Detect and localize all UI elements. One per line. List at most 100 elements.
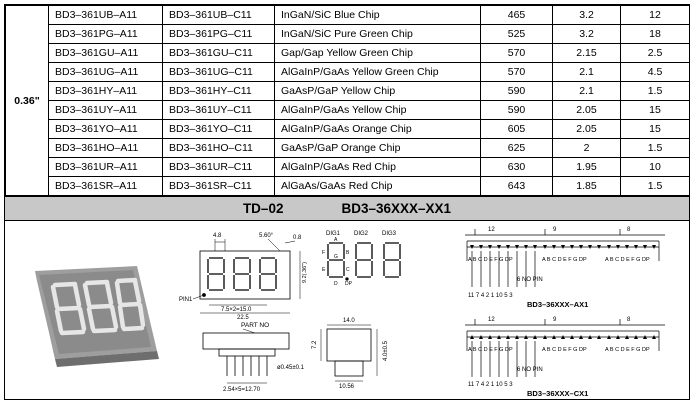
part-no-anode-cell: BD3–361UG–A11 [48, 62, 163, 82]
forward-voltage-cell: 1.95 [552, 157, 621, 177]
dim-72: 7.2 [312, 340, 318, 349]
seg-d: D [334, 281, 338, 287]
seg-c: C [346, 267, 350, 273]
wavelength-cell: 570 [480, 62, 553, 82]
drawing-svg: 4.8 5.60° 0.8 9.2(.36") PIN1 7.5×2=15.0 … [35, 227, 665, 398]
forward-voltage-cell: 3.2 [552, 5, 621, 25]
seg-g: G [334, 254, 338, 260]
chip-material-cell: AlGaAs/GaAs Red Chip [274, 176, 481, 196]
dim-angle: 5.60° [259, 233, 274, 239]
part-no-cathode-cell: BD3–361PG–C11 [162, 24, 275, 44]
cx1-pin9: 9 [553, 317, 557, 323]
chip-material-cell: AlGaInP/GaAs Orange Chip [274, 119, 481, 139]
intensity-cell: 1.5 [620, 138, 690, 158]
dig3-label: DIG3 [382, 231, 397, 237]
circuit-ax1-diagram [465, 229, 665, 287]
dim-depth: 14.0 [343, 318, 355, 324]
dim-width: 22.5 [237, 315, 249, 321]
dim-pin-dia: ø0.45±0.1 [277, 365, 305, 371]
dim-1056: 10.56 [339, 384, 355, 390]
seg-a: A [334, 237, 338, 243]
chip-material-cell: InGaN/SiC Pure Green Chip [274, 24, 481, 44]
forward-voltage-cell: 2.1 [552, 81, 621, 101]
series-banner: TD–02 BD3–36XXX–XX1 [5, 196, 689, 221]
dig1-label: DIG1 [326, 231, 341, 237]
ax1-seg-letters-3: A B C D E F G DP [605, 257, 650, 263]
forward-voltage-cell: 3.2 [552, 24, 621, 44]
forward-voltage-cell: 2 [552, 138, 621, 158]
display-photo [35, 266, 159, 367]
part-no-cathode-cell: BD3–361GU–C11 [162, 43, 275, 63]
wavelength-cell: 630 [480, 157, 553, 177]
part-no-cathode-cell: BD3–361SR–C11 [162, 176, 275, 196]
part-no-anode-cell: BD3–361UY–A11 [48, 100, 163, 120]
part-no-anode-cell: BD3–361YO–A11 [48, 119, 163, 139]
part-no-label: PART NO [241, 322, 269, 329]
forward-voltage-cell: 1.85 [552, 176, 621, 196]
dim-40: 4.0±0.5 [383, 340, 389, 361]
chip-material-cell: InGaN/SiC Blue Chip [274, 5, 481, 25]
cx1-bottom-pins: 11 7 4 2 1 10 5 3 [468, 382, 513, 388]
intensity-cell: 10 [620, 157, 690, 177]
intensity-cell: 2.5 [620, 43, 690, 63]
ax1-pin9: 9 [553, 227, 557, 233]
part-no-anode-cell: BD3–361UR–A11 [48, 157, 163, 177]
part-no-anode-cell: BD3–361UB–A11 [48, 5, 163, 25]
part-no-cathode-cell: BD3–361UG–C11 [162, 62, 275, 82]
seg-dp: DP [345, 281, 353, 287]
banner-series: BD3–36XXX–XX1 [341, 201, 452, 216]
segment-diagram [327, 242, 401, 281]
seg-b: B [346, 250, 350, 256]
chip-material-cell: GaAsP/GaP Orange Chip [274, 138, 481, 158]
chip-material-cell: GaAsP/GaP Yellow Chip [274, 81, 481, 101]
side-profile [320, 324, 378, 382]
forward-voltage-cell: 2.1 [552, 62, 621, 82]
chip-material-cell: AlGaInP/GaAs Yellow Green Chip [274, 62, 481, 82]
forward-voltage-cell: 2.05 [552, 100, 621, 120]
pin1-label: PIN1 [179, 297, 193, 303]
drawing-area: 4.8 5.60° 0.8 9.2(.36") PIN1 7.5×2=15.0 … [5, 221, 689, 399]
part-no-cathode-cell: BD3–361YO–C11 [162, 119, 275, 139]
seg-e: E [322, 267, 326, 273]
intensity-cell: 15 [620, 119, 690, 139]
circuit-ax1-label: BD3–36XXX–AX1 [527, 300, 588, 309]
bottom-view [202, 328, 290, 384]
chip-material-cell: AlGaInP/GaAs Yellow Chip [274, 100, 481, 120]
wavelength-cell: 570 [480, 43, 553, 63]
cx1-pin12: 12 [488, 317, 495, 323]
forward-voltage-cell: 2.15 [552, 43, 621, 63]
part-no-anode-cell: BD3–361SR–A11 [48, 176, 163, 196]
wavelength-cell: 625 [480, 138, 553, 158]
part-no-cathode-cell: BD3–361HO–C11 [162, 138, 275, 158]
wavelength-cell: 525 [480, 24, 553, 44]
front-view [192, 238, 301, 314]
chip-material-cell: Gap/Gap Yellow Green Chip [274, 43, 481, 63]
intensity-cell: 1.5 [620, 81, 690, 101]
cx1-pin8: 8 [627, 317, 631, 323]
dig2-label: DIG2 [354, 231, 369, 237]
banner-code: TD–02 [242, 201, 284, 216]
intensity-cell: 1.5 [620, 176, 690, 196]
dim-pins: 2.54×5=12.70 [223, 387, 261, 393]
cx1-seg-letters-2: A B C D E F G DP [542, 347, 587, 353]
dim-height: 9.2(.36") [302, 262, 308, 283]
part-no-anode-cell: BD3–361HO–A11 [48, 138, 163, 158]
part-no-cathode-cell: BD3–361HY–C11 [162, 81, 275, 101]
wavelength-cell: 643 [480, 176, 553, 196]
chip-material-cell: AlGaInP/GaAs Red Chip [274, 157, 481, 177]
ax1-pin12: 12 [488, 227, 495, 233]
cx1-seg-letters-3: A B C D E F G DP [605, 347, 650, 353]
intensity-cell: 15 [620, 100, 690, 120]
part-no-anode-cell: BD3–361GU–A11 [48, 43, 163, 63]
part-no-anode-cell: BD3–361PG–A11 [48, 24, 163, 44]
wavelength-cell: 465 [480, 5, 553, 25]
